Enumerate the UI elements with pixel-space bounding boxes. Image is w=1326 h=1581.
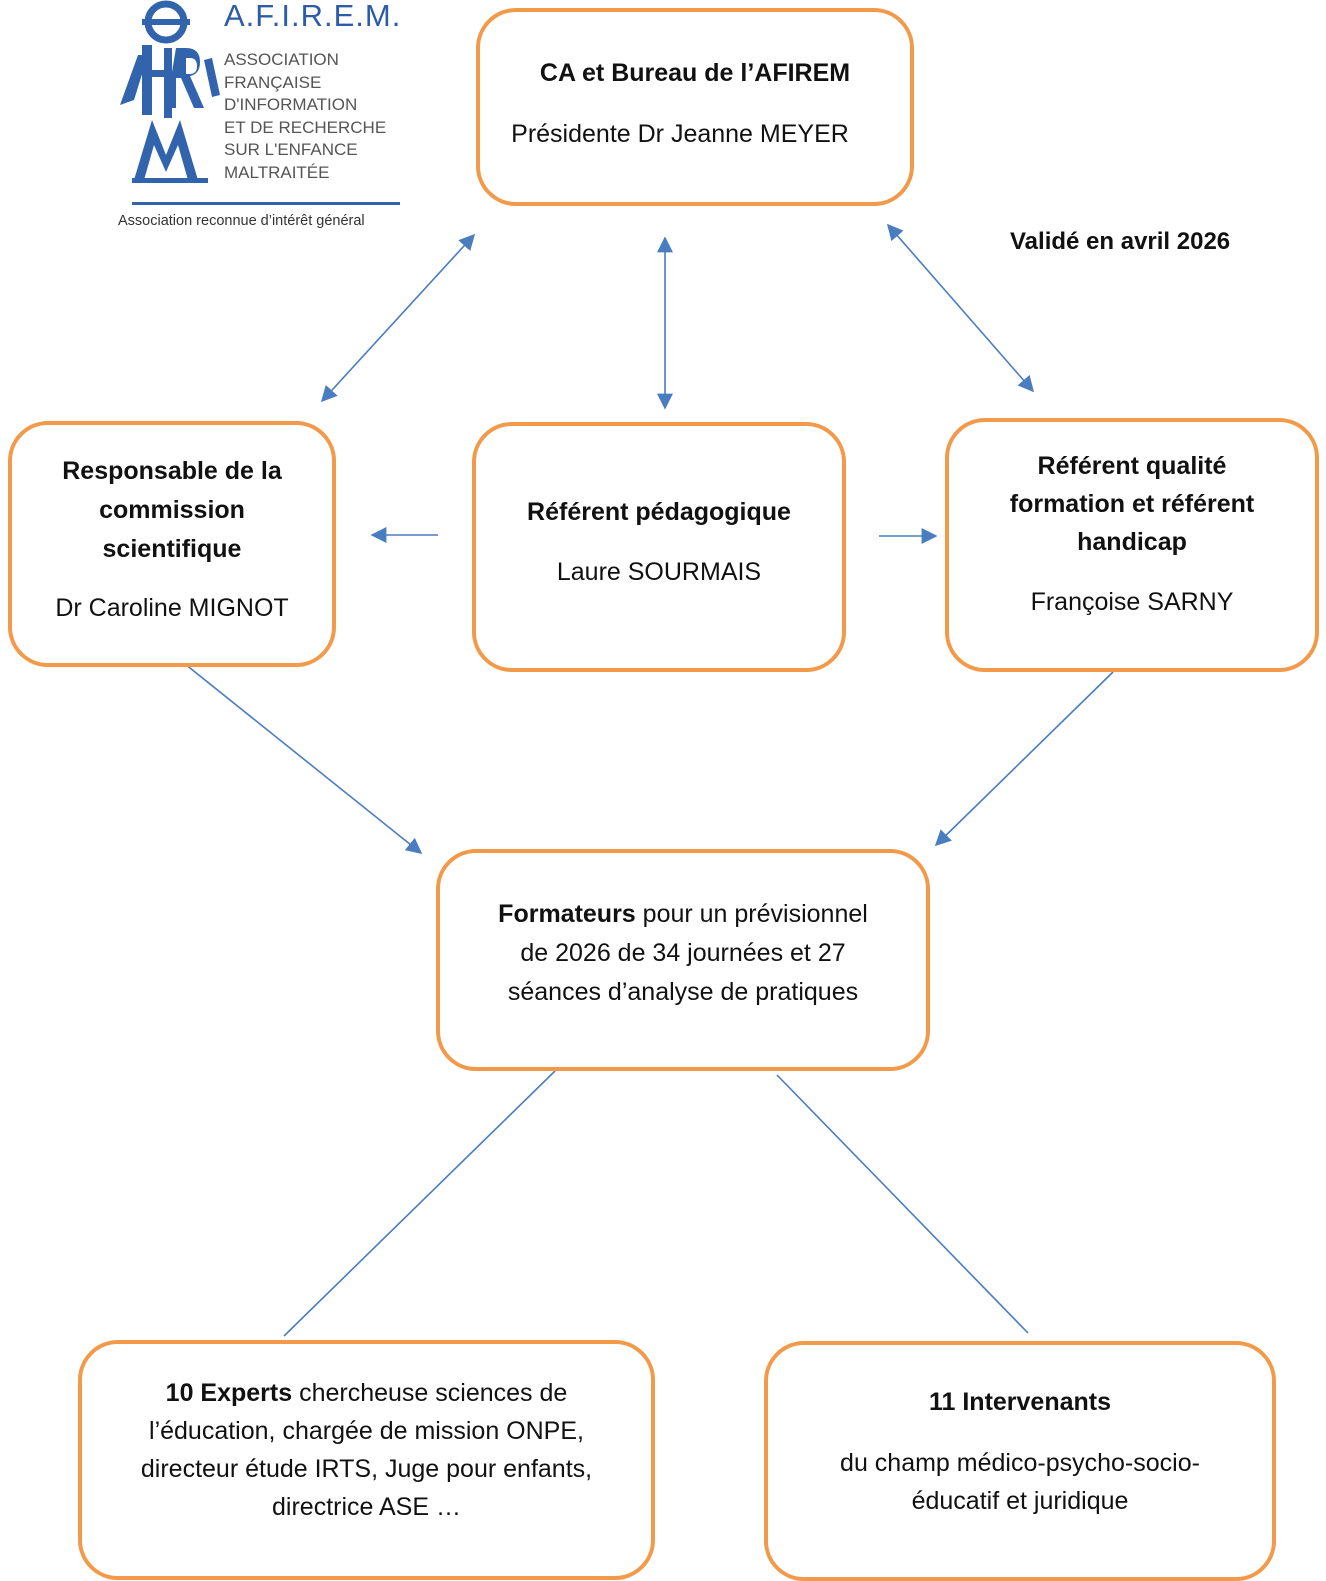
box-pedagogic-referent: Référent pédagogique Laure SOURMAIS [472,422,846,672]
arrow-quality-trainers [934,671,1114,847]
box-title-line: Référent qualité [1037,452,1227,480]
box-text-line: éducatif et juridique [911,1487,1129,1515]
logo-title: A.F.I.R.E.M. [224,0,402,33]
line-trainers-experts [283,1070,556,1337]
box-text: Dr Caroline MIGNOT [55,594,289,622]
arrow-ca-quality [886,223,1035,393]
box-title-line: handicap [1077,528,1187,556]
box-text-line: 10 Experts chercheuse sciences de [82,1374,651,1412]
box-experts: 10 Experts chercheuse sciences de l’éduc… [78,1340,655,1580]
box-text-line: directrice ASE … [272,1493,461,1521]
box-text-line: directeur étude IRTS, Juge pour enfants, [140,1455,593,1483]
logo-subtitle-line: ET DE RECHERCHE [224,117,387,137]
box-title-line: commission [99,496,245,524]
trainers-label: Formateurs [498,900,636,928]
box-title-line: scientifique [102,535,242,563]
logo-block: A.F.I.R.E.M. ASSOCIATION FRANÇAISE D'INF… [112,0,412,240]
box-scientific-commission: Responsable de la commission scientifiqu… [8,421,336,667]
arrow-scientific-trainers [179,659,423,855]
trainers-text: pour un prévisionnel [635,900,868,928]
box-text-line: Formateurs pour un prévisionnel [440,895,926,934]
logo-subtitle-line: FRANÇAISE [224,72,322,92]
box-text-line: séances d’analyse de pratiques [507,978,859,1006]
validation-note: Validé en avril 2026 [1010,228,1231,255]
line-trainers-intervenants [776,1074,1029,1334]
logo-subtitle-line: ASSOCIATION [224,50,339,69]
logo-divider [132,202,400,205]
logo-subtitle-line: D'INFORMATION [224,95,358,114]
logo-tagline: Association reconnue d’intérêt général [118,213,365,229]
box-trainers: Formateurs pour un prévisionnel de 2026 … [436,849,930,1071]
experts-label: 10 Experts [165,1379,293,1407]
box-title-line: formation et référent [1009,490,1255,518]
logo-subtitle: ASSOCIATION FRANÇAISE D'INFORMATION ET D… [224,49,386,184]
box-intervenants: 11 Intervenants du champ médico-psycho-s… [764,1341,1276,1581]
box-text: Présidente Dr Jeanne MEYER [511,120,849,148]
experts-text: chercheuse sciences de [292,1379,568,1407]
box-text-line: l’éducation, chargée de mission ONPE, [149,1417,584,1445]
box-text: Françoise SARNY [1030,588,1234,616]
logo-subtitle-line: SUR L'ENFANCE [224,140,358,159]
box-text-line: de 2026 de 34 journées et 27 [520,939,846,967]
box-title: Référent pédagogique [527,498,791,526]
box-ca-bureau: CA et Bureau de l’AFIREM Présidente Dr J… [476,8,914,206]
box-text-line: du champ médico-psycho-socio- [840,1449,1200,1477]
box-quality-referent: Référent qualité formation et référent h… [945,418,1319,672]
logo-subtitle-line: MALTRAITÉE [224,162,330,182]
afirem-logo-figure [120,0,220,183]
arrow-ca-scientific [320,233,476,403]
box-title: 11 Intervenants [928,1388,1112,1416]
box-title-line: Responsable de la [62,457,282,485]
box-text: Laure SOURMAIS [556,558,762,586]
box-title: CA et Bureau de l’AFIREM [539,59,851,87]
